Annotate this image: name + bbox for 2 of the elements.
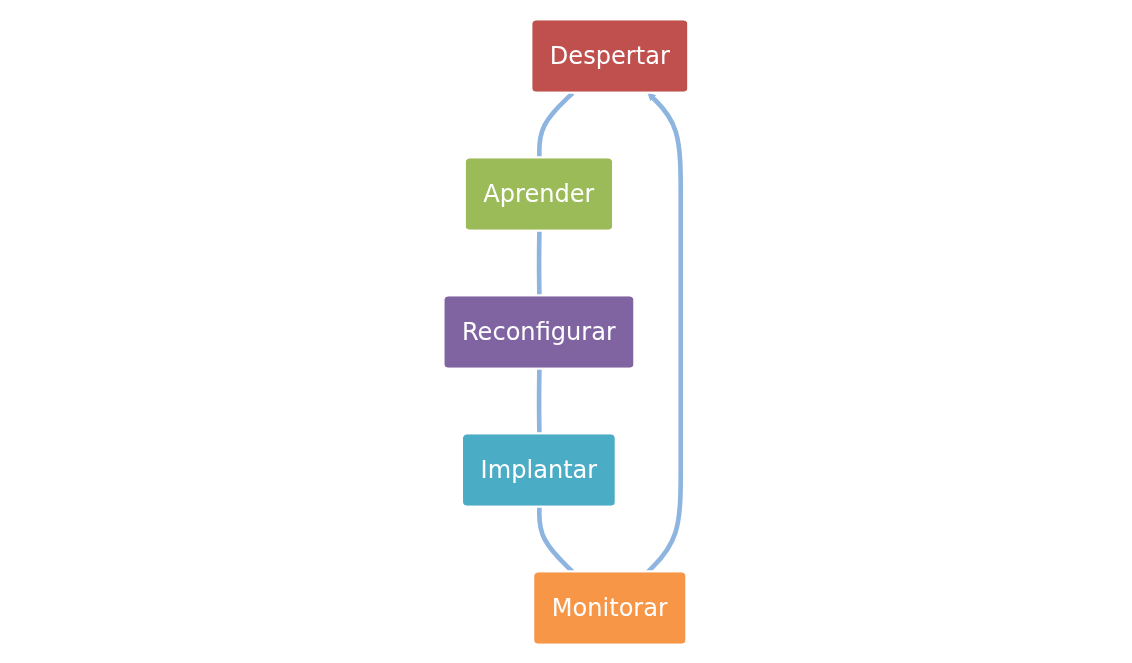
- connector: [536, 230, 542, 296]
- connector: [536, 368, 542, 434]
